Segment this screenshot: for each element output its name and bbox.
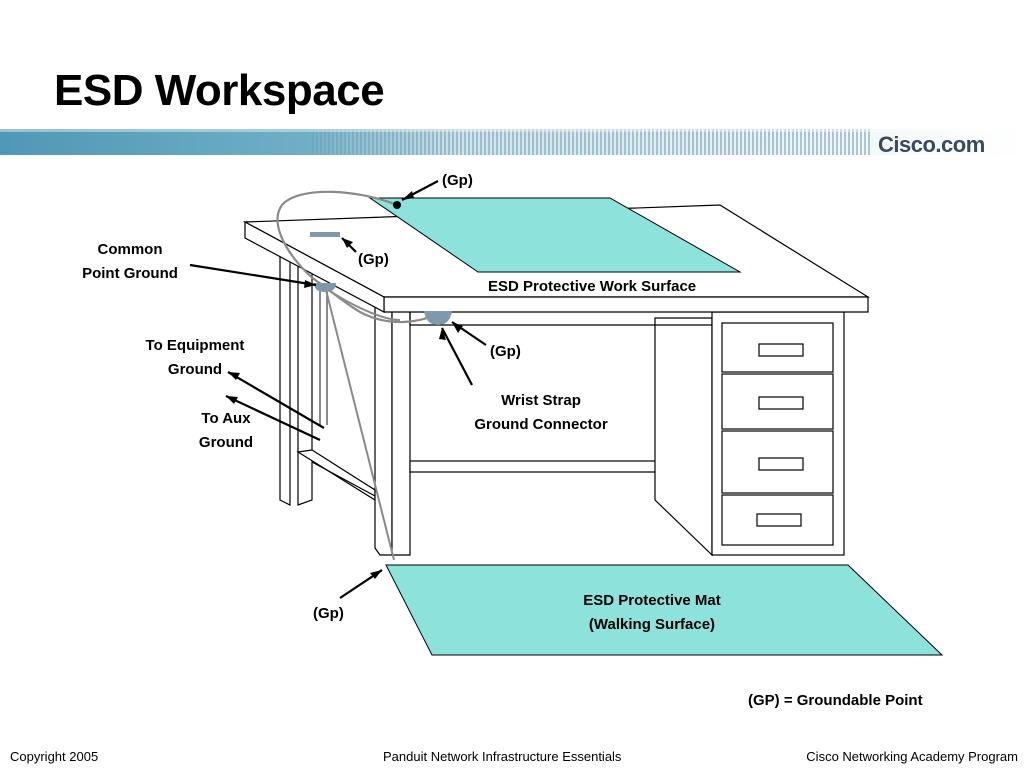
wrist-strap-connector: [424, 311, 452, 325]
footer-copyright: Copyright 2005: [10, 749, 99, 764]
arrow-wrist-strap: [441, 327, 473, 386]
esd-protective-mat: [385, 564, 944, 656]
footer-course: Panduit Network Infrastructure Essential…: [383, 749, 622, 764]
common-point-ground-connector: [314, 283, 336, 292]
label-gp-floor: (Gp): [313, 605, 344, 622]
label-gp-wrist: (Gp): [490, 343, 521, 360]
arrow-common-point-ground: [189, 263, 317, 287]
drawer-4-handle: [756, 513, 802, 527]
label-walking-surface: (Walking Surface): [589, 616, 715, 633]
desk-crossbar: [409, 460, 689, 473]
label-gp-bracket: (Gp): [358, 251, 389, 268]
header-banner: [0, 129, 1024, 155]
label-wrist-strap: Wrist Strap: [501, 392, 581, 409]
footer-program: Cisco Networking Academy Program: [806, 749, 1018, 764]
drawer-cabinet-side: [654, 317, 713, 557]
label-work-surface: ESD Protective Work Surface: [488, 278, 696, 295]
desk-top-front-edge: [383, 296, 869, 313]
arrow-to-equipment-ground: [227, 371, 325, 429]
label-esd-mat: ESD Protective Mat: [583, 592, 721, 609]
drawer-3-handle: [758, 457, 804, 471]
cisco-logo: Cisco.com: [878, 132, 985, 157]
desk-back-left-leg: [279, 253, 291, 506]
label-equipment-ground: Ground: [168, 361, 222, 378]
label-gp-top: (Gp): [442, 172, 473, 189]
label-to-aux: To Aux: [201, 410, 251, 427]
label-to-equipment: To Equipment: [146, 337, 245, 354]
ground-cable: [276, 190, 439, 324]
desk-back-right-leg: [297, 263, 313, 506]
label-point-ground: Point Ground: [82, 265, 178, 282]
gp-dot-work-surface: [393, 201, 401, 209]
slide-title: ESD Workspace: [54, 66, 385, 115]
label-common: Common: [98, 241, 163, 258]
drawer-1-handle: [758, 343, 804, 357]
gp-bracket: [310, 232, 340, 237]
label-aux-ground: Ground: [199, 434, 253, 451]
esd-work-surface: [368, 197, 742, 273]
legend-groundable-point: (GP) = Groundable Point: [748, 692, 923, 709]
arrow-to-aux-ground: [225, 395, 321, 441]
drawer-2-handle: [758, 396, 804, 410]
desk-top-left-edge: [244, 220, 385, 313]
label-ground-connector: Ground Connector: [474, 416, 607, 433]
